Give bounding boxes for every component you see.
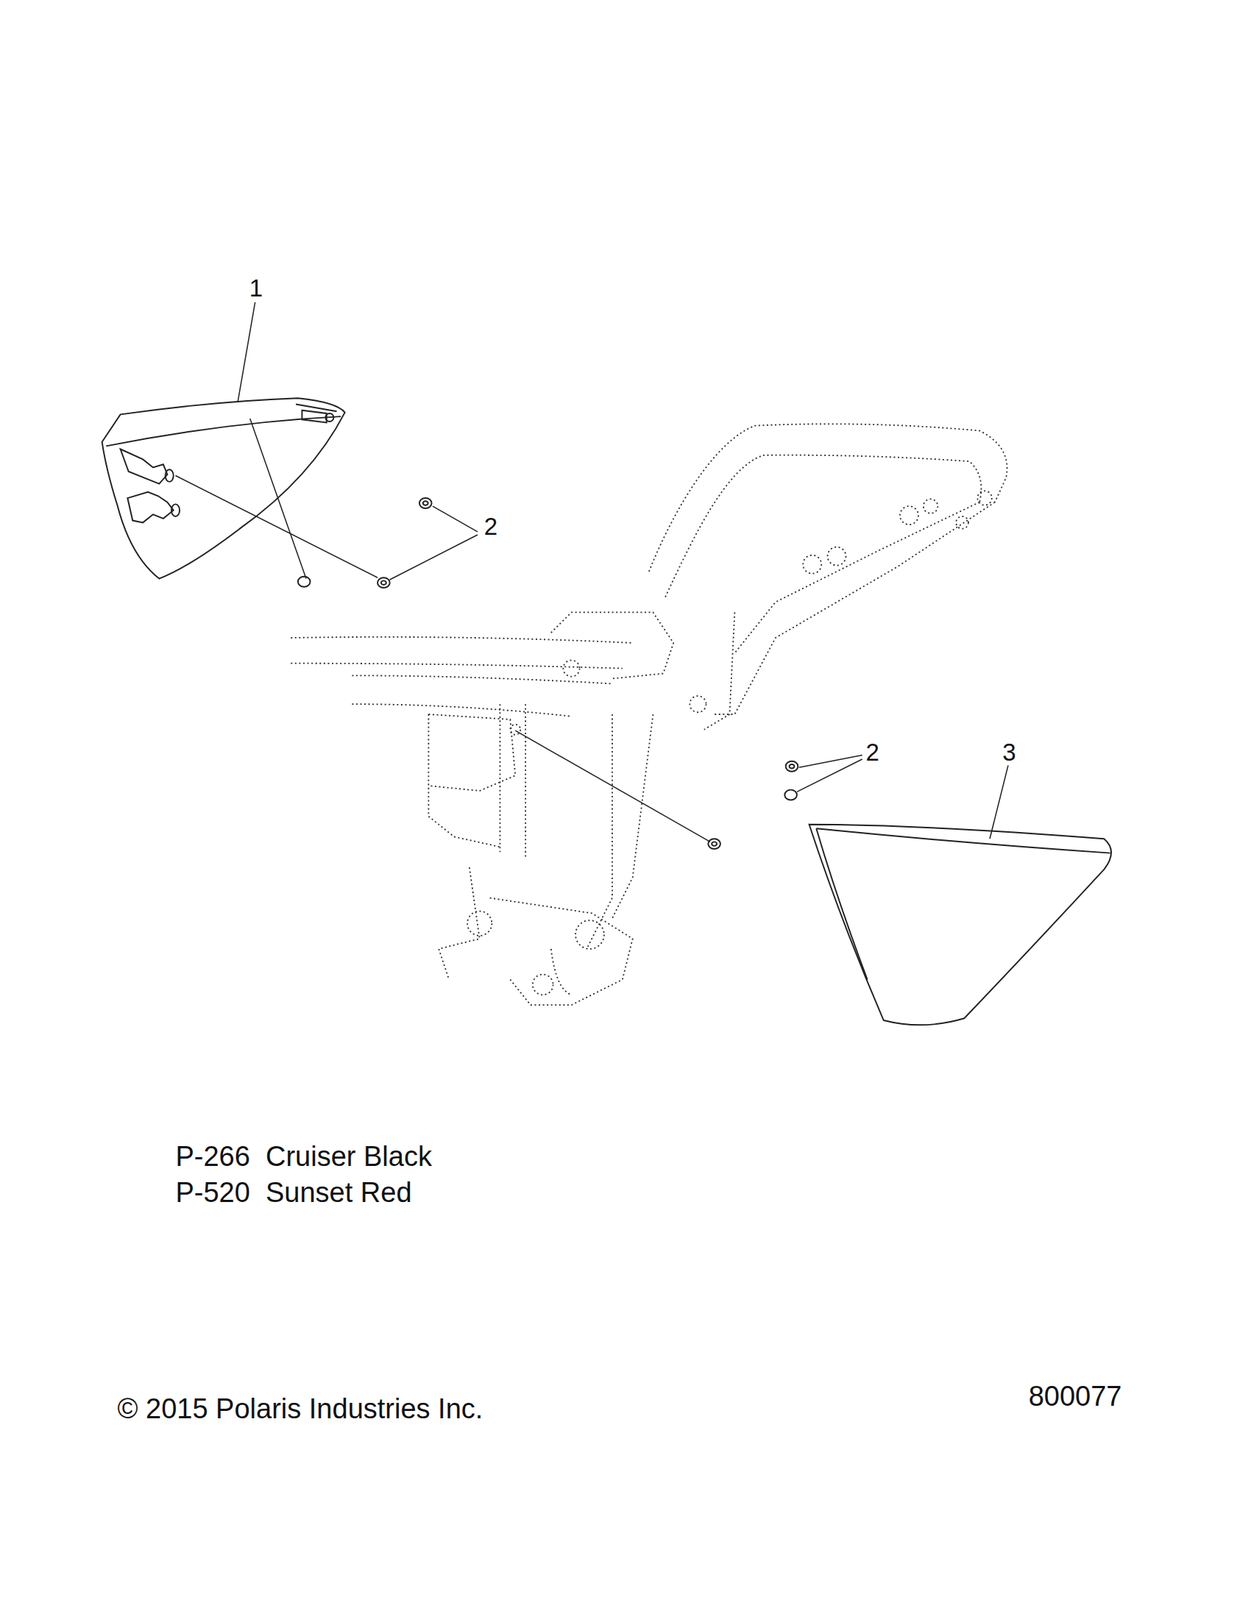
diagram-number: 800077 [1028,1382,1123,1411]
paint-code: P-520 Sunset Red [175,1178,412,1207]
grommet [707,761,798,850]
side-cover-right [809,824,1112,1026]
callout-number: 1 [249,275,263,301]
paint-code: P-266 Cruiser Black [175,1142,432,1171]
grommet [298,498,432,588]
side-cover-left [102,398,346,579]
callout-number: 3 [1002,739,1016,764]
callout-number: 2 [484,514,498,539]
frame-outline [290,423,1007,1006]
callout-number: 2 [865,739,879,764]
copyright-notice: © 2015 Polaris Industries Inc. [117,1395,483,1424]
